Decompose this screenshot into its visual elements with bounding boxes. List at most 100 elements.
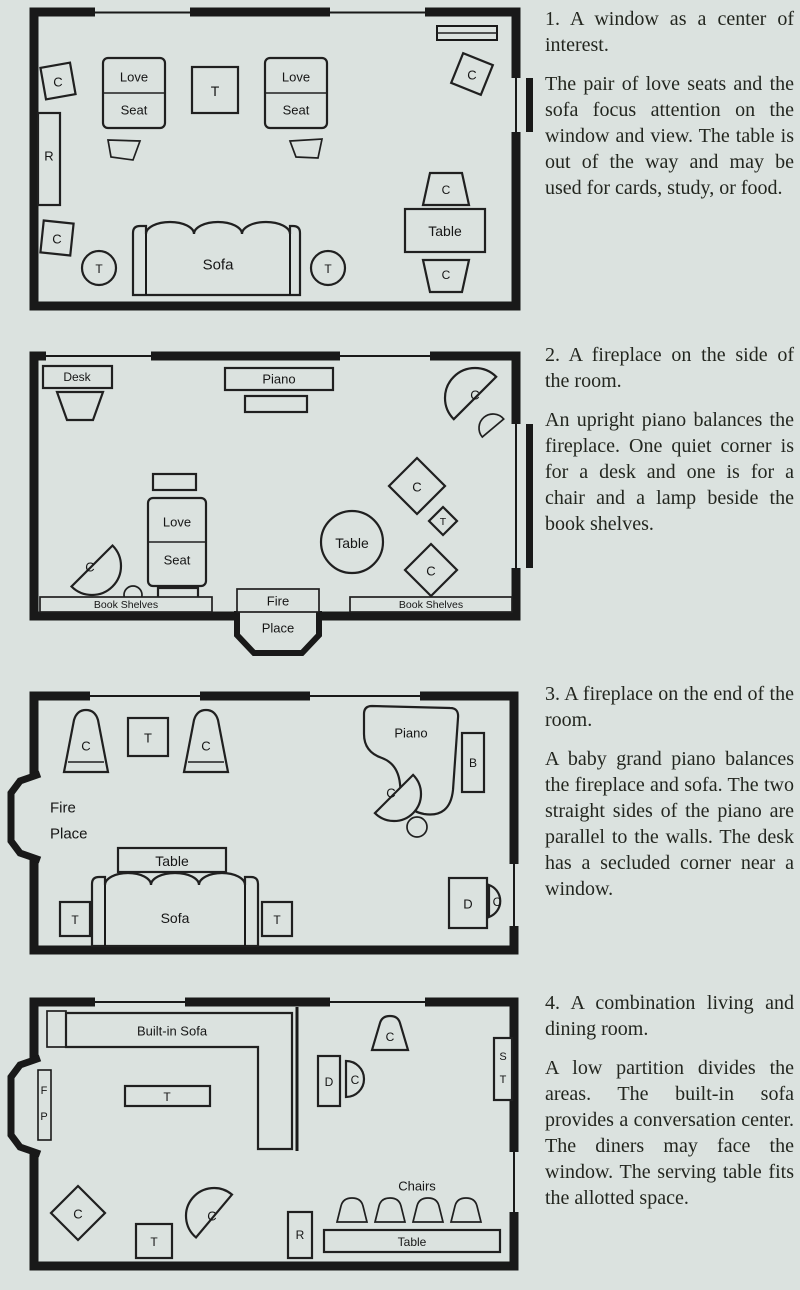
coffee-table-label: Table	[155, 853, 189, 869]
side-table	[151, 472, 198, 492]
floor-plan-2-drawing: Desk Piano C Love Seat C Table	[29, 349, 533, 656]
table	[134, 1222, 174, 1260]
desk-chair-label: C	[351, 1073, 360, 1087]
bench-label: B	[469, 756, 477, 770]
caption-2-heading: 2. A fireplace on the side of the room.	[545, 344, 794, 392]
book-shelves	[349, 596, 513, 613]
floor-plan-1-drawing: C R C Love Seat T Love Seat C	[29, 5, 533, 311]
chair-shape	[449, 51, 495, 97]
grand-piano-label: Piano	[394, 726, 427, 741]
radio-cabinet	[36, 111, 62, 207]
chair-label: C	[73, 1207, 82, 1222]
desk	[316, 1054, 342, 1108]
desk-chair	[344, 1059, 366, 1099]
serving-table	[492, 1036, 514, 1102]
table	[427, 505, 459, 537]
chair	[49, 1184, 107, 1242]
dining-chair	[449, 1197, 483, 1223]
table	[190, 65, 240, 115]
table-label: T	[440, 516, 447, 528]
chair-shape	[443, 366, 498, 421]
end-table	[58, 900, 92, 938]
end-table	[46, 1010, 67, 1048]
chair-shape	[69, 543, 123, 597]
chair-label: C	[467, 68, 476, 83]
radio-cabinet	[286, 1210, 314, 1260]
chair	[370, 1014, 410, 1052]
caption-4-heading: 4. A combination living and dining room.	[545, 992, 794, 1040]
chair	[387, 456, 447, 516]
chair	[421, 171, 471, 207]
window-outer-sill	[526, 78, 533, 132]
chair-shape	[39, 219, 75, 257]
chair	[182, 708, 230, 774]
caption-2: 2. A fireplace on the side of the room. …	[545, 342, 794, 537]
chair	[449, 51, 495, 97]
chair	[39, 219, 75, 257]
card-table-label: Table	[428, 223, 462, 239]
coffee-table	[116, 846, 228, 874]
love-seat-label: Love	[120, 70, 148, 85]
stool	[406, 816, 428, 838]
love-seat-label: Love	[163, 515, 191, 530]
chair-shape	[184, 1186, 234, 1240]
chair	[373, 773, 423, 823]
lamp-table	[288, 138, 324, 159]
book-shelves-label: Book Shelves	[94, 599, 158, 611]
sofa-label: Sofa	[161, 910, 190, 926]
serving-table-label: S	[499, 1051, 506, 1063]
coffee-table-label: T	[163, 1090, 171, 1104]
chair-label: C	[386, 1030, 395, 1044]
coffee-table	[123, 1084, 212, 1108]
caption-3: 3. A fireplace on the end of the room. A…	[545, 681, 794, 902]
desk-chair-label: C	[493, 895, 502, 909]
chair	[421, 258, 471, 294]
desk-chair	[487, 883, 502, 919]
round-table	[309, 249, 347, 287]
caption-3-body: A baby grand piano balances the fireplac…	[545, 748, 794, 900]
chair-shape	[39, 61, 77, 101]
radio-label: R	[296, 1228, 305, 1242]
grand-piano	[362, 704, 460, 816]
desk-label: Desk	[63, 370, 91, 384]
chair	[443, 366, 498, 421]
floor-plan-4-drawing: F P Built-in Sofa T D C C S T C T C	[7, 995, 521, 1271]
chair-label: C	[52, 232, 61, 247]
desk-label: D	[325, 1075, 334, 1089]
book-shelves-label: Book Shelves	[399, 599, 463, 611]
round-table-label: Table	[335, 535, 369, 551]
radio-label: R	[44, 149, 53, 164]
chair-label: C	[53, 75, 62, 90]
book-shelves	[39, 596, 213, 613]
dining-table	[322, 1228, 502, 1254]
fireplace-box	[37, 1069, 52, 1141]
built-in-sofa-label: Built-in Sofa	[137, 1024, 208, 1039]
fireplace-label: Fire	[50, 800, 76, 817]
dining-chairs-label: Chairs	[398, 1179, 436, 1194]
end-table-label: T	[71, 913, 79, 927]
floor-plan-1: C R C Love Seat T Love Seat C	[26, 4, 538, 316]
caption-4-body: A low partition divides the areas. The b…	[545, 1057, 794, 1209]
fireplace	[234, 611, 322, 656]
caption-2-body: An upright piano balances the fireplace.…	[545, 409, 794, 535]
dining-chair	[373, 1197, 407, 1223]
chair-label: C	[207, 1209, 216, 1224]
chair-label: C	[412, 480, 421, 495]
fireplace-label: P	[40, 1111, 47, 1123]
desk	[41, 364, 114, 390]
window-outer-sill	[526, 424, 533, 568]
end-table	[260, 900, 294, 938]
dining-chair	[411, 1197, 445, 1223]
round-table-label: T	[95, 262, 103, 276]
room-walls	[29, 7, 521, 311]
dining-table-label: Table	[398, 1235, 427, 1249]
caption-3-heading: 3. A fireplace on the end of the room.	[545, 683, 794, 731]
desk-label: D	[463, 897, 472, 912]
round-table	[80, 249, 118, 287]
floor-plan-2: Desk Piano C Love Seat C Table	[26, 346, 538, 662]
floor-plan-3: Fire Place C T C Table Sofa T T Piano B	[0, 686, 540, 964]
chair-label: C	[85, 560, 94, 575]
desk	[447, 876, 489, 930]
built-in-sofa	[64, 1011, 294, 1151]
